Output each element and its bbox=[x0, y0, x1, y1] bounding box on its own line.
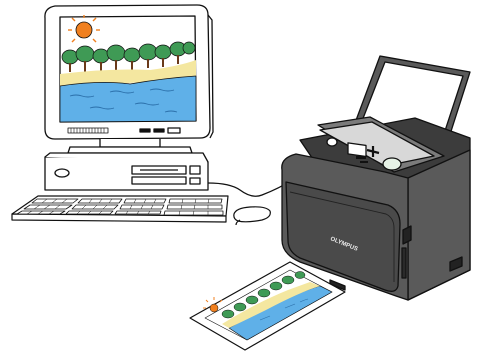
photo-printer-icon: OLYMPUS bbox=[282, 56, 470, 300]
mouse-icon bbox=[234, 207, 271, 225]
monitor-screen-photo bbox=[60, 15, 196, 122]
keyboard-icon bbox=[12, 196, 228, 222]
printed-photo-icon bbox=[190, 262, 345, 350]
sun-icon bbox=[76, 22, 92, 38]
usb-cable bbox=[208, 180, 292, 196]
desktop-computer-icon bbox=[45, 153, 208, 190]
monitor bbox=[45, 5, 213, 153]
